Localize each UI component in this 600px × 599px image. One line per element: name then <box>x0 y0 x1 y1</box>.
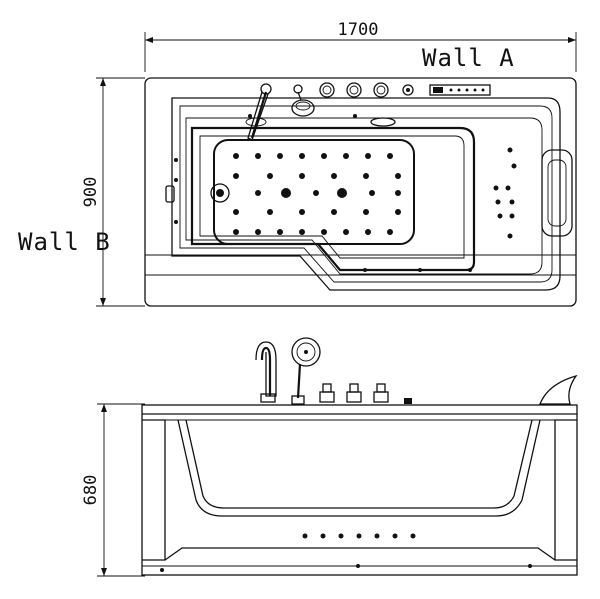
faucet-side-icon <box>255 341 277 403</box>
control-knobs-side <box>319 383 412 404</box>
front-view: 680 <box>81 337 578 577</box>
front-jets <box>302 533 416 539</box>
tub-apron <box>141 404 578 576</box>
height-dimension-label: 680 <box>81 475 101 506</box>
pillow-side-icon <box>539 374 578 405</box>
glass-window <box>177 419 541 517</box>
handshower-icon <box>291 84 315 117</box>
tub-outer-rim <box>144 77 577 307</box>
width-dimension: 1700 <box>144 20 577 72</box>
neck-jet <box>370 117 396 127</box>
width-dimension-label: 1700 <box>338 20 379 40</box>
control-panel <box>429 84 491 96</box>
wall-a-label: Wall A <box>422 44 515 72</box>
bath-mat <box>213 139 415 245</box>
overflow-icon <box>165 185 175 203</box>
tub-deck-outline <box>171 97 561 291</box>
depth-dimension: 900 <box>81 77 145 307</box>
basin-outline <box>190 126 476 272</box>
top-view: 1700 Wall A 900 Wall B <box>18 20 577 307</box>
drain-icon <box>210 183 230 203</box>
side-jets <box>174 114 517 272</box>
mat-air-jets <box>233 153 401 235</box>
wall-b-label: Wall B <box>18 228 111 256</box>
base-trim <box>164 547 556 561</box>
depth-dimension-label: 900 <box>81 177 101 208</box>
faucet-icon <box>247 83 272 141</box>
height-dimension: 680 <box>81 403 145 577</box>
handshower-side-icon <box>291 337 321 405</box>
control-knobs <box>319 82 414 98</box>
pillow-icon <box>541 149 573 237</box>
